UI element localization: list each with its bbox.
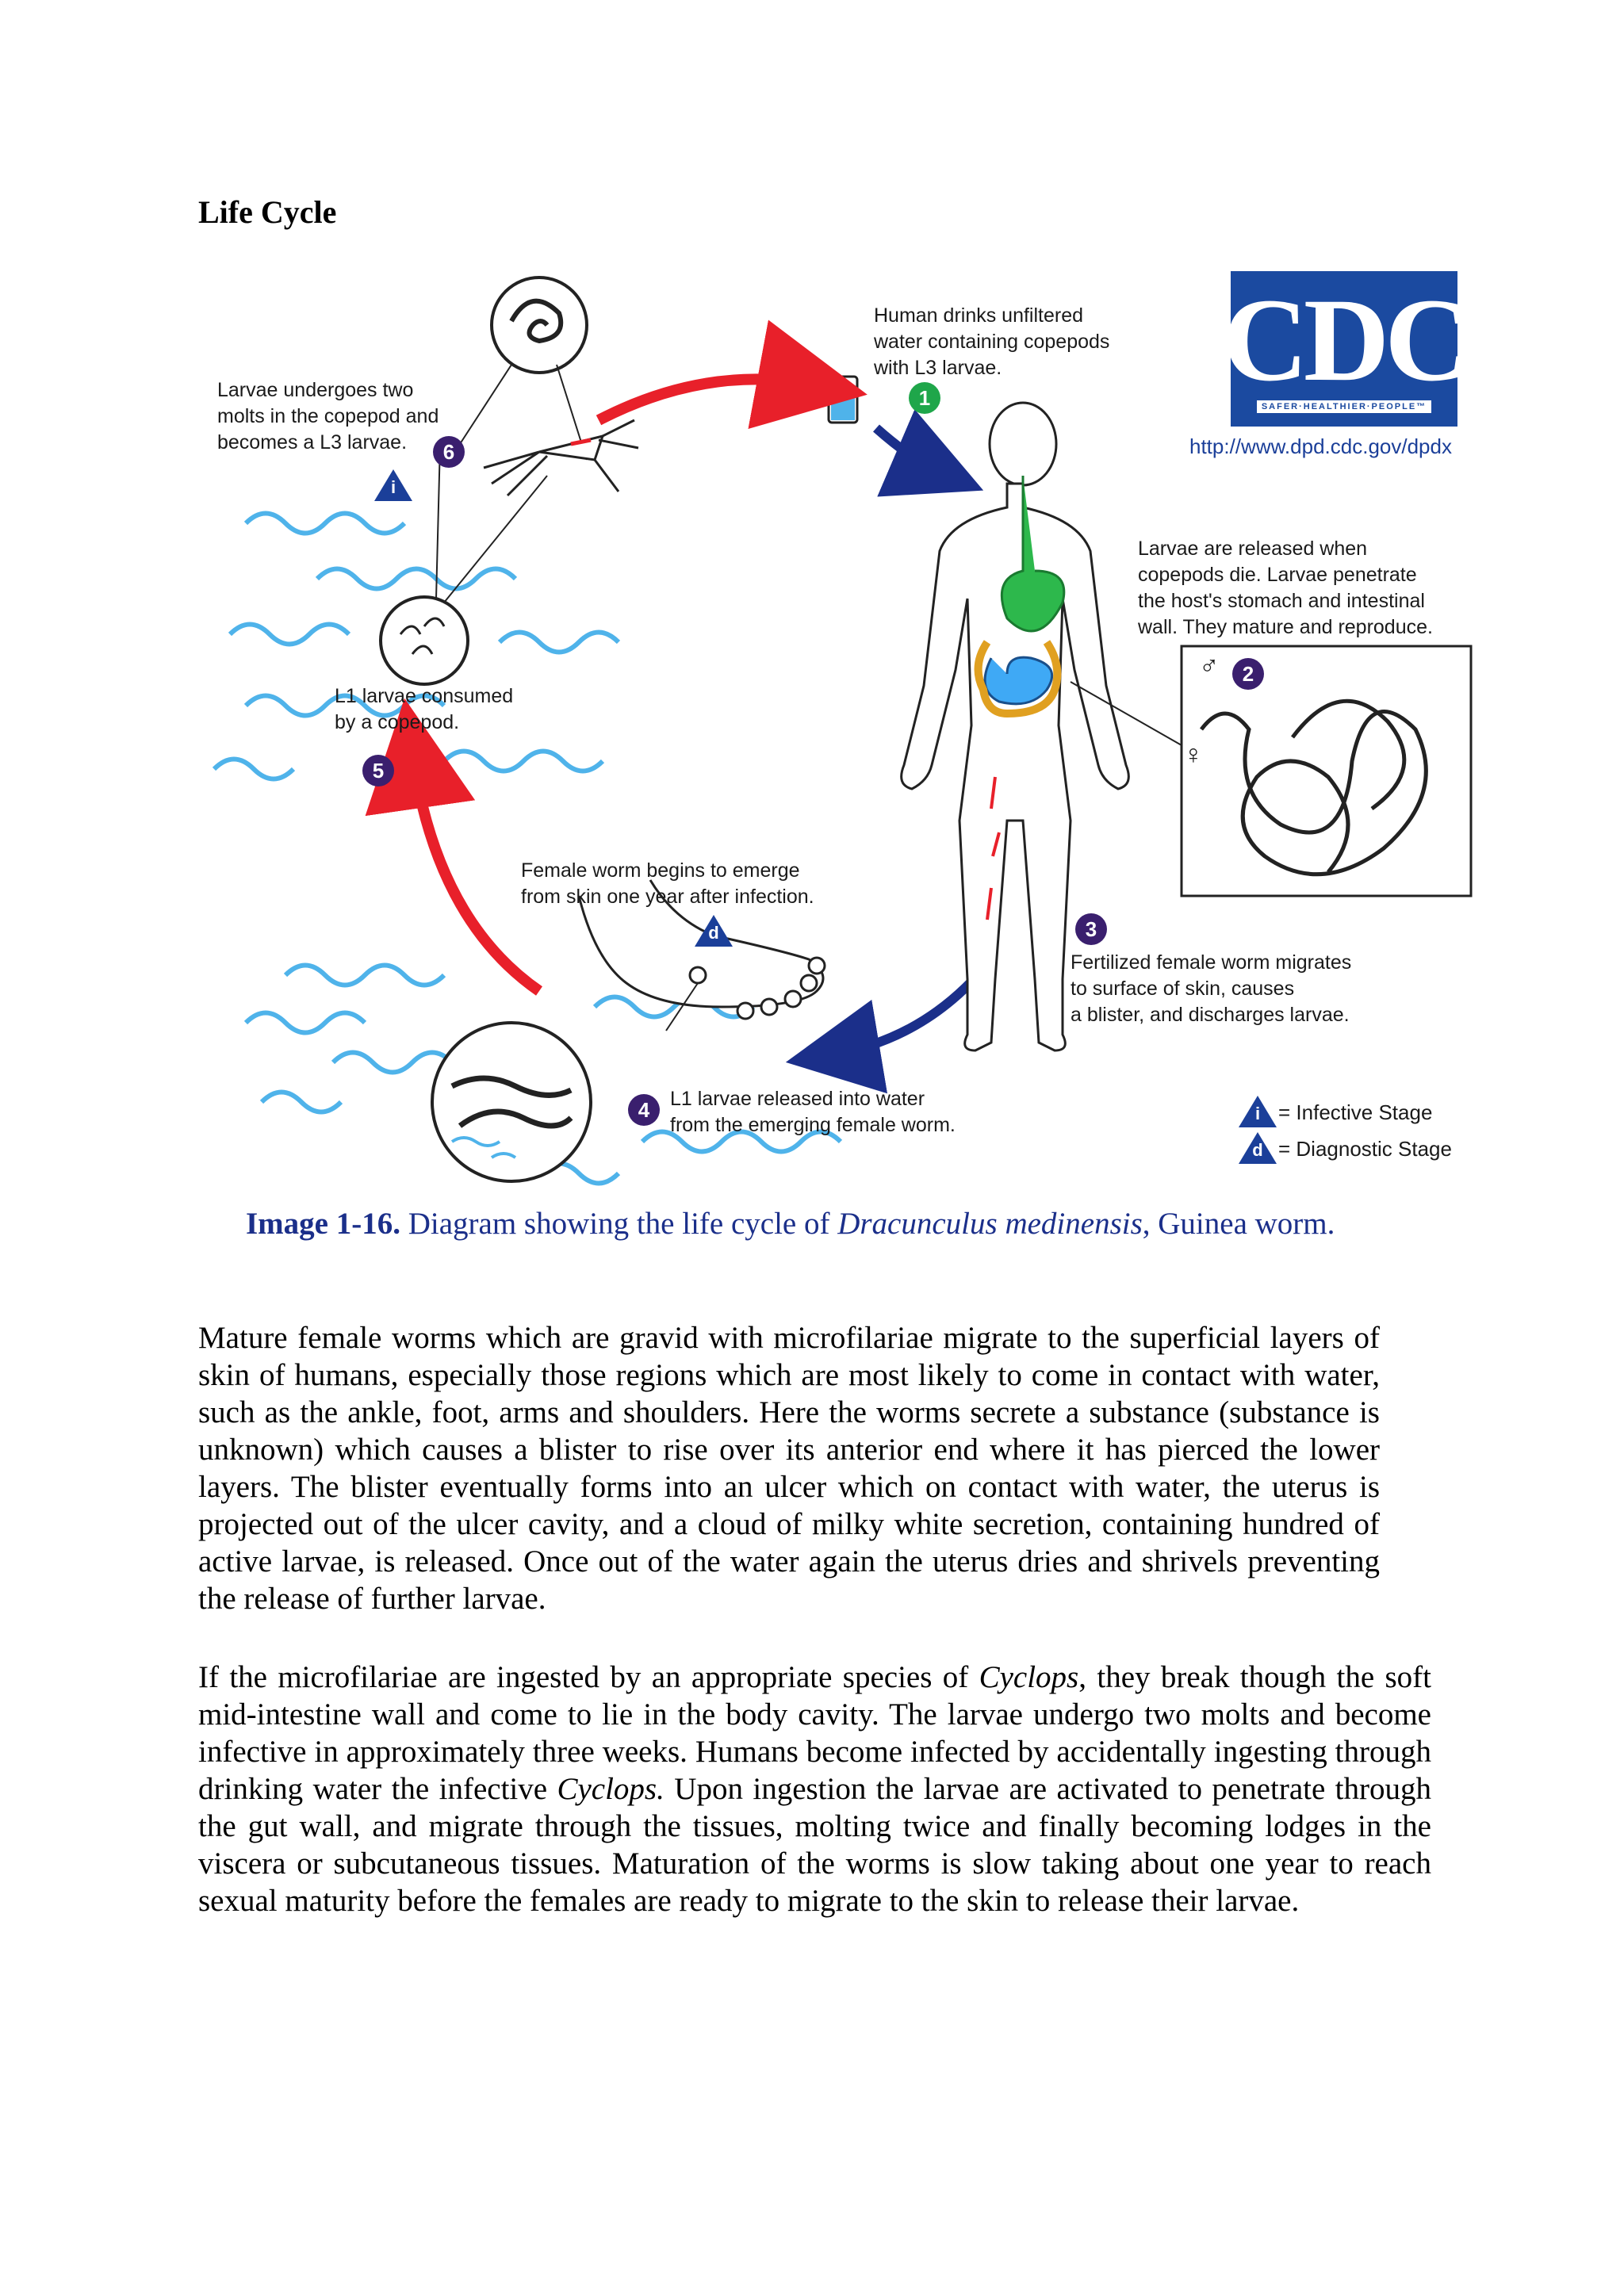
legend-infective-label: = Infective Stage [1278, 1100, 1433, 1124]
life-cycle-diagram: CDC SAFER·HEALTHIER·PEOPLE™ http://www.d… [198, 262, 1483, 1197]
intestine [983, 656, 1054, 706]
male-symbol: ♂ [1199, 651, 1220, 681]
paragraph-2: If the microfilariae are ingested by an … [198, 1660, 1431, 1918]
paragraph-1: Mature female worms which are gravid wit… [198, 1321, 1380, 1616]
step4-label: L1 larvae released into water from the e… [670, 1088, 956, 1136]
copepod-illustration [483, 419, 639, 497]
copepod-zoom-circle [490, 276, 588, 374]
adult-worms-box [1180, 645, 1473, 897]
figure-caption: Image 1-16. Diagram showing the life cyc… [246, 1205, 1380, 1242]
stage-4-badge: 4 [628, 1094, 660, 1126]
water-glass-icon [827, 375, 859, 424]
step3-label: Fertilized female worm migrates to surfa… [1071, 951, 1352, 1026]
caption-text-end: , Guinea worm. [1142, 1207, 1335, 1241]
caption-species: Dracunculus medinensis [837, 1207, 1143, 1241]
arrow-drink-to-body [873, 409, 984, 497]
arrow-water-to-copepod [365, 698, 542, 996]
arrow-copepod-to-human [596, 320, 868, 430]
step2-label: Larvae are released when copepods die. L… [1138, 538, 1433, 638]
cdc-logo: CDC SAFER·HEALTHIER·PEOPLE™ [1223, 271, 1470, 427]
stage-3-badge: 3 [1075, 913, 1107, 945]
step6-label: Larvae undergoes two molts in the copepo… [217, 379, 439, 453]
larvae-consumed-circle [379, 595, 469, 686]
stage-5-badge: 5 [362, 755, 394, 786]
emerging-larvae-circle [431, 1021, 592, 1183]
human-body-illustration [900, 401, 1130, 1052]
esophagus-stomach [1000, 476, 1066, 633]
emerge-label: Female worm begins to emerge from skin o… [521, 859, 814, 908]
legend-infective-icon [1239, 1096, 1277, 1127]
stage-1-badge: 1 [909, 382, 940, 414]
female-symbol: ♀ [1183, 740, 1204, 770]
legend-diagnostic-icon [1239, 1132, 1277, 1164]
caption-text: Diagram showing the life cycle of [400, 1207, 838, 1241]
diagnostic-marker-icon [695, 915, 733, 947]
caption-label: Image 1-16. [246, 1207, 400, 1241]
step5-label: L1 larvae consumed by a copepod. [335, 685, 514, 733]
legend-diagnostic-label: = Diagnostic Stage [1278, 1137, 1452, 1161]
section-heading: Life Cycle [198, 194, 337, 230]
infective-marker-icon [374, 469, 412, 501]
cdc-url[interactable]: http://www.dpd.cdc.gov/dpdx [1189, 434, 1452, 458]
stage-2-badge: 2 [1232, 658, 1264, 690]
step1-label: Human drinks unfiltered water containing… [874, 304, 1110, 379]
stage-6-badge: 6 [433, 436, 465, 468]
